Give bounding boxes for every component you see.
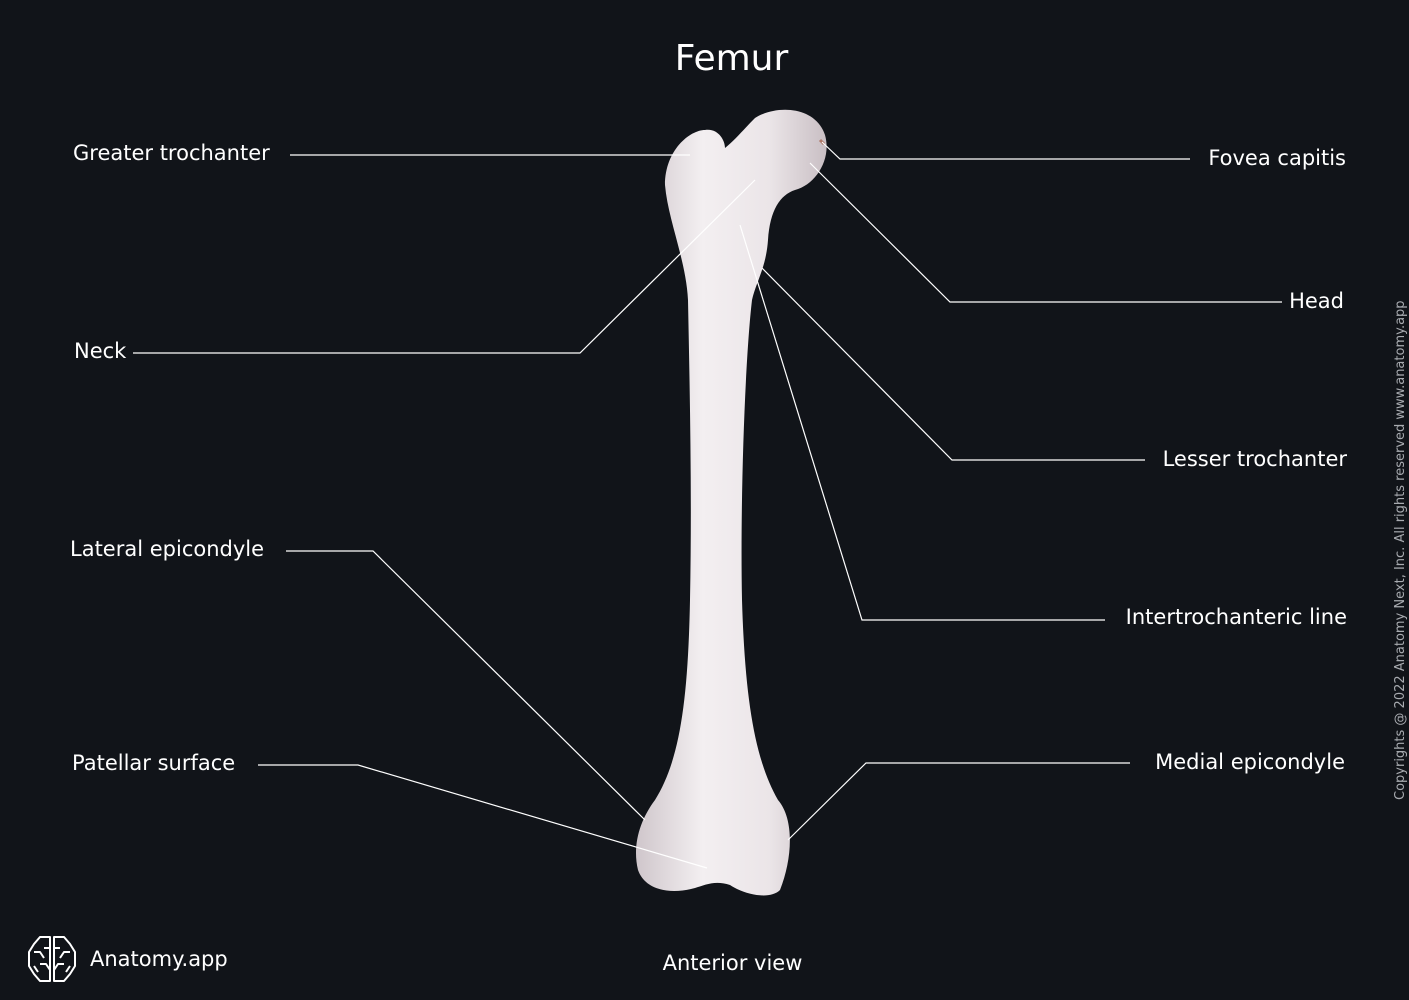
leader-neck xyxy=(133,179,756,354)
leader-fovea-capitis xyxy=(821,141,1190,160)
label-head: Head xyxy=(1289,289,1344,313)
label-intertrochanteric-line: Intertrochanteric line xyxy=(1125,605,1347,629)
label-neck: Neck xyxy=(74,339,127,363)
label-patellar-surface: Patellar surface xyxy=(72,751,236,775)
diagram-title: Femur xyxy=(674,38,789,79)
brain-logo-icon xyxy=(28,936,76,982)
copyright-notice: Copyrights @ 2022 Anatomy Next, Inc. All… xyxy=(1393,300,1408,800)
femur-bone xyxy=(635,109,827,896)
leader-patellar-surface xyxy=(258,764,708,869)
brand-name: Anatomy.app xyxy=(90,947,228,971)
leader-medial-epicondyle xyxy=(787,762,1130,841)
view-caption: Anterior view xyxy=(662,951,803,975)
leader-lateral-epicondyle xyxy=(286,550,646,821)
label-greater-trochanter: Greater trochanter xyxy=(73,141,270,165)
label-lesser-trochanter: Lesser trochanter xyxy=(1162,447,1347,471)
label-fovea-capitis: Fovea capitis xyxy=(1208,146,1346,170)
leader-intertrochanteric-line xyxy=(739,224,1105,621)
leader-lesser-trochanter xyxy=(761,267,1145,461)
leader-head xyxy=(809,162,1282,303)
label-lateral-epicondyle: Lateral epicondyle xyxy=(70,537,265,561)
label-medial-epicondyle: Medial epicondyle xyxy=(1155,750,1345,774)
